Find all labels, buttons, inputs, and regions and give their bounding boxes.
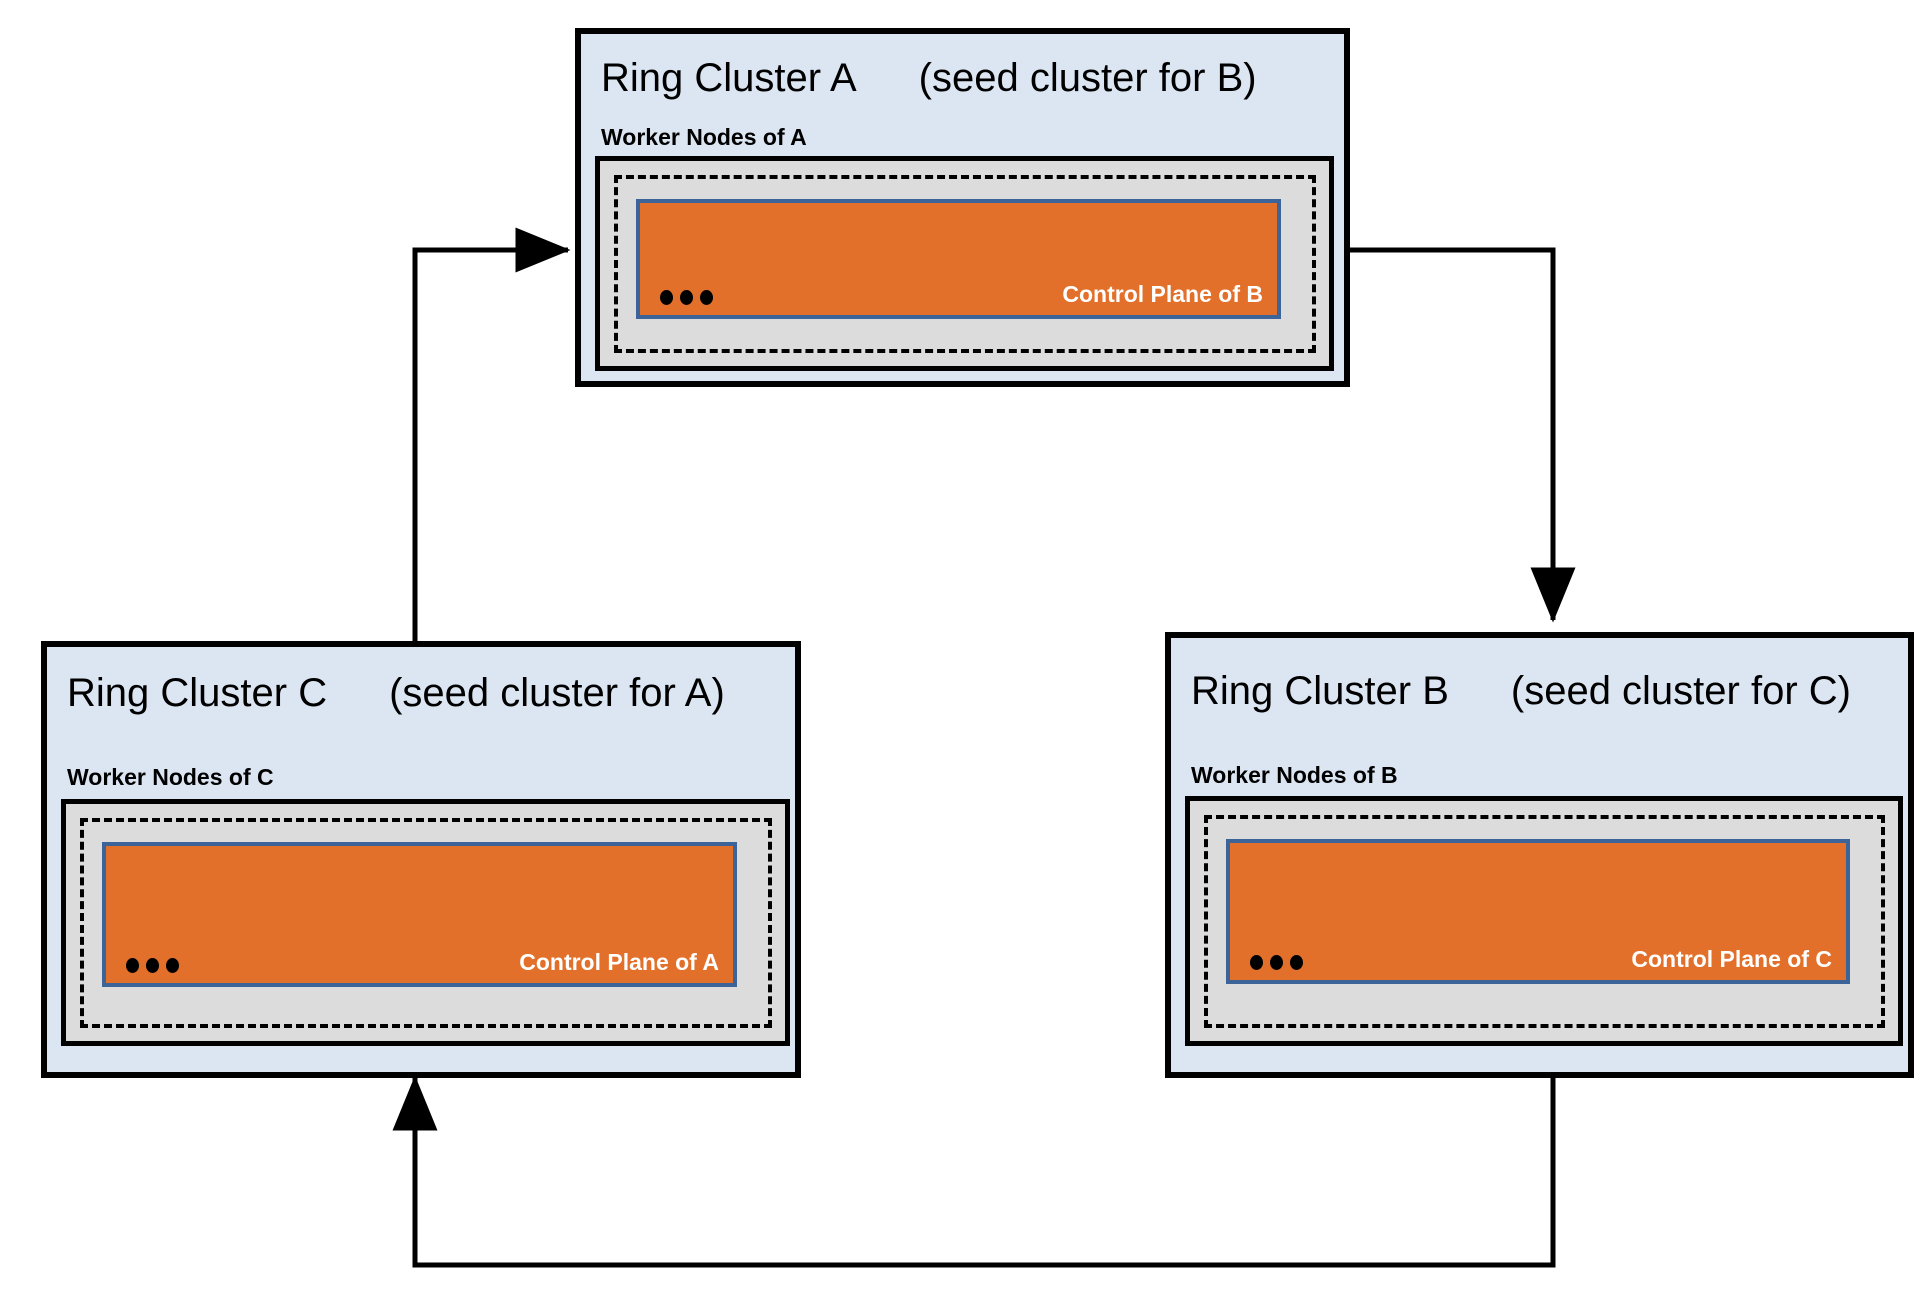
cluster-b-title: Ring Cluster B (seed cluster for C)	[1191, 671, 1851, 711]
cluster-c-control-plane-of-a[interactable]: Control Plane of A	[102, 842, 737, 987]
cluster-c-seed-note: (seed cluster for A)	[389, 671, 725, 715]
arrow-b-to-c	[392, 1075, 1556, 1268]
cluster-c-name: Ring Cluster C	[67, 671, 328, 715]
cluster-b-name: Ring Cluster B	[1191, 669, 1449, 713]
cluster-a-control-plane-of-b[interactable]: Control Plane of B	[636, 199, 1281, 319]
cluster-a-worker-label: Worker Nodes of A	[601, 124, 807, 150]
cluster-a-seed-note: (seed cluster for B)	[918, 56, 1257, 100]
cluster-b-seed-note: (seed cluster for C)	[1510, 669, 1851, 713]
cluster-a-ellipsis-icon	[660, 290, 713, 305]
cluster-c-control-plane-label: Control Plane of A	[519, 949, 719, 975]
cluster-a-pod-boundary: Control Plane of B	[614, 175, 1316, 353]
arrow-c-to-a	[412, 227, 571, 641]
ring-cluster-c[interactable]: Ring Cluster C (seed cluster for A) Work…	[41, 641, 801, 1078]
arrow-a-to-b	[1350, 247, 1576, 623]
cluster-b-worker-nodes-box[interactable]: Control Plane of C	[1185, 796, 1903, 1046]
cluster-c-worker-nodes-box[interactable]: Control Plane of A	[61, 799, 790, 1046]
cluster-c-title: Ring Cluster C (seed cluster for A)	[67, 673, 725, 713]
cluster-b-control-plane-label: Control Plane of C	[1631, 946, 1832, 972]
cluster-b-control-plane-of-c[interactable]: Control Plane of C	[1226, 839, 1850, 984]
cluster-b-pod-boundary: Control Plane of C	[1204, 815, 1885, 1028]
cluster-a-title: Ring Cluster A (seed cluster for B)	[601, 58, 1257, 98]
cluster-c-pod-boundary: Control Plane of A	[80, 818, 772, 1028]
ring-cluster-b[interactable]: Ring Cluster B (seed cluster for C) Work…	[1165, 632, 1914, 1078]
cluster-a-name: Ring Cluster A	[601, 56, 857, 100]
cluster-c-ellipsis-icon	[126, 958, 179, 973]
cluster-a-control-plane-label: Control Plane of B	[1062, 281, 1263, 307]
ring-cluster-a[interactable]: Ring Cluster A (seed cluster for B) Work…	[575, 28, 1350, 387]
cluster-c-worker-label: Worker Nodes of C	[67, 764, 274, 790]
cluster-b-worker-label: Worker Nodes of B	[1191, 762, 1398, 788]
cluster-b-ellipsis-icon	[1250, 955, 1303, 970]
cluster-a-worker-nodes-box[interactable]: Control Plane of B	[595, 156, 1334, 371]
